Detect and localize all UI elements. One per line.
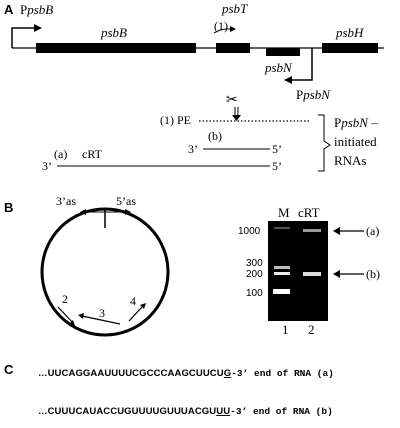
- psbt-small-arrowhead: [230, 26, 236, 32]
- sequence-b: …CUUUCAUACCUGUUUUGUUUACGUUU-3’ end of RN…: [38, 406, 333, 417]
- promoter-psbb-label: PpsbB: [20, 2, 53, 17]
- gene-box-psbn: [266, 48, 300, 56]
- gene-label-psbb: psbB: [100, 25, 127, 40]
- bracket-label-line2: initiated: [334, 134, 377, 149]
- primer-3-arrowhead: [78, 313, 84, 319]
- promoter-psbn-arrowhead: [284, 76, 292, 84]
- ladder-200: 200: [246, 269, 263, 280]
- rna-a-3prime: 3’: [42, 159, 52, 173]
- promoter-psbn-arrow: [290, 48, 313, 81]
- panel-b-letter: B: [4, 200, 13, 215]
- gene-box-psbh: [322, 43, 378, 53]
- sequence-a: …UUCAGGAAUUUUCGCCCAAGCUUCUG-3’ end of RN…: [38, 368, 334, 379]
- scissors-icon: ✂: [226, 93, 238, 108]
- rna-b-5prime: 5’: [272, 142, 282, 156]
- bracket-label-line3: RNAs: [334, 153, 367, 168]
- band-a-label: (a): [366, 224, 379, 238]
- gel-header-m: M: [278, 205, 290, 220]
- primer-4-arrowhead: [140, 303, 146, 309]
- primer-4-label: 4: [130, 294, 136, 308]
- rna-a-5prime: 5’: [272, 159, 282, 173]
- rna-bracket: [318, 114, 331, 172]
- gene-label-psbn: psbN: [264, 60, 293, 75]
- marker-band-100: [273, 289, 290, 294]
- ladder-100: 100: [246, 288, 263, 299]
- rna-a-label: (a): [54, 147, 67, 161]
- lane-2-label: 2: [308, 322, 315, 337]
- marker-band-200: [274, 272, 290, 275]
- primer-2-line: [57, 306, 74, 324]
- primer-4-line: [128, 305, 144, 322]
- band-b-arrowhead: [333, 270, 340, 278]
- gel-image: [268, 221, 328, 321]
- rna-b-3prime: 3’: [188, 142, 198, 156]
- as5-arrowhead: [125, 209, 131, 215]
- marker-band-1000: [274, 227, 290, 229]
- gel-header-crt: cRT: [298, 205, 320, 220]
- promoter-psbb-arrow: [11, 27, 34, 48]
- primer-2-label: 2: [62, 292, 68, 306]
- gene-label-psbt: psbT: [221, 1, 248, 16]
- panel-c-letter: C: [4, 362, 14, 377]
- marker-band-300: [274, 266, 290, 269]
- panel-a-letter: A: [4, 2, 14, 17]
- band-b-label: (b): [366, 267, 380, 281]
- ladder-300: 300: [246, 258, 263, 269]
- lane-1-label: 1: [282, 322, 289, 337]
- primer-2-arrowhead: [69, 320, 75, 326]
- as5-label: 5’as: [116, 194, 136, 208]
- rna-b-label: (b): [208, 129, 222, 143]
- gene-label-psbh: psbH: [335, 25, 364, 40]
- gene-box-psbb: [36, 43, 196, 53]
- gene-box-psbt: [216, 43, 250, 53]
- label-1-top: (1): [214, 19, 228, 33]
- crt-band-a: [303, 229, 321, 232]
- as3-label: 3’as: [56, 194, 76, 208]
- band-a-arrowhead: [333, 227, 340, 235]
- ladder-1000: 1000: [238, 226, 261, 237]
- promoter-psbb-arrowhead: [34, 24, 42, 32]
- primer-3-label: 3: [99, 306, 105, 320]
- bracket-label-line1: PpsbN –: [334, 115, 378, 130]
- pe-arrowhead: [232, 115, 241, 121]
- crt-band-b: [303, 272, 321, 276]
- as3-arrowhead: [80, 209, 86, 215]
- promoter-psbn-label: PpsbN: [296, 87, 331, 102]
- crt-label: cRT: [82, 147, 103, 161]
- primer-3-line: [81, 315, 121, 325]
- pe-label: (1) PE: [160, 113, 191, 127]
